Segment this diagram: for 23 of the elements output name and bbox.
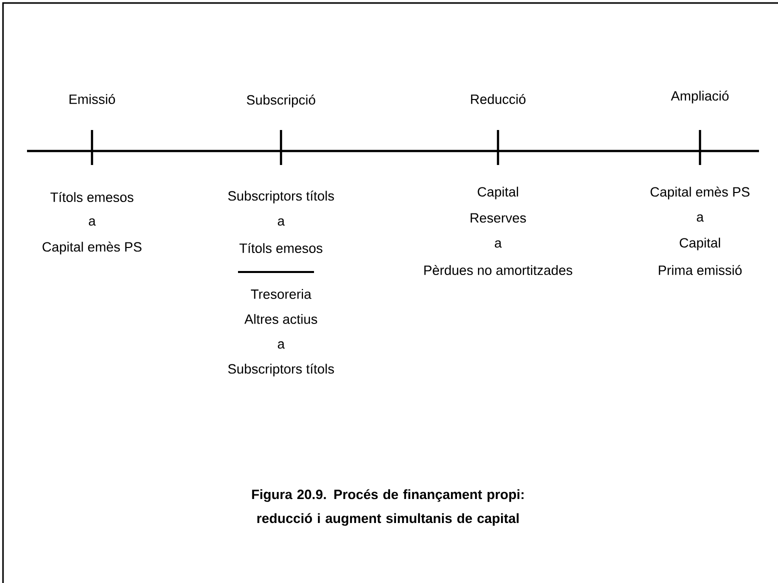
figure-caption: Figura 20.9. Procés de finançament propi: reducció i augment simultanis de capital <box>252 489 524 526</box>
entry-text: Pèrdues no amortitzades <box>424 264 572 275</box>
entry-text: a <box>278 218 285 226</box>
entry-text: Capital <box>680 238 720 250</box>
entry-text: a <box>88 218 96 226</box>
entry-text: Subscriptors títols <box>228 190 334 204</box>
stage-label: Subscripció <box>246 94 316 108</box>
entry-text: a <box>696 214 704 222</box>
entry-text: Altres actius <box>244 314 318 324</box>
entry-text: Títols emesos <box>50 192 134 202</box>
entry-text: Prima emissió <box>658 264 742 275</box>
entry-text: Títols emesos <box>239 242 322 253</box>
stage-label: Emissió <box>70 94 115 104</box>
stage-label: Ampliació <box>670 90 729 104</box>
stage-label: Reducció <box>471 94 526 104</box>
entry-text: Capital emès PS <box>42 242 142 254</box>
entry-text: Tresoreria <box>250 289 312 299</box>
entry-text: Reserves <box>470 213 526 223</box>
entry-text: a <box>278 341 285 349</box>
entry-text: a <box>494 240 502 248</box>
entry-text: Subscriptors títols <box>228 364 334 376</box>
entry-text: Capital emès PS <box>650 186 750 200</box>
entry-text: Capital <box>478 186 518 200</box>
